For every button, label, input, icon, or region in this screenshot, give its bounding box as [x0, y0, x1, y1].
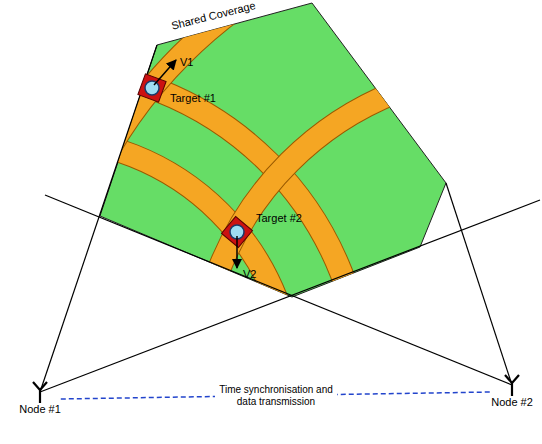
antenna-symbol [502, 374, 522, 396]
node-label: Node #2 [491, 396, 533, 409]
velocity-label: V2 [243, 268, 256, 280]
target-2 [222, 217, 253, 268]
target-label: Target #2 [256, 212, 302, 224]
link-label: Time synchronisation and data transmissi… [215, 384, 337, 407]
node-rays [40, 45, 540, 392]
velocity-label: V1 [180, 56, 193, 68]
antenna-symbol [30, 381, 50, 403]
target-label: Target #1 [170, 92, 216, 104]
radar-node: Node #1 [19, 381, 61, 416]
node-label: Node #1 [19, 403, 61, 416]
radar-node: Node #2 [491, 374, 533, 409]
